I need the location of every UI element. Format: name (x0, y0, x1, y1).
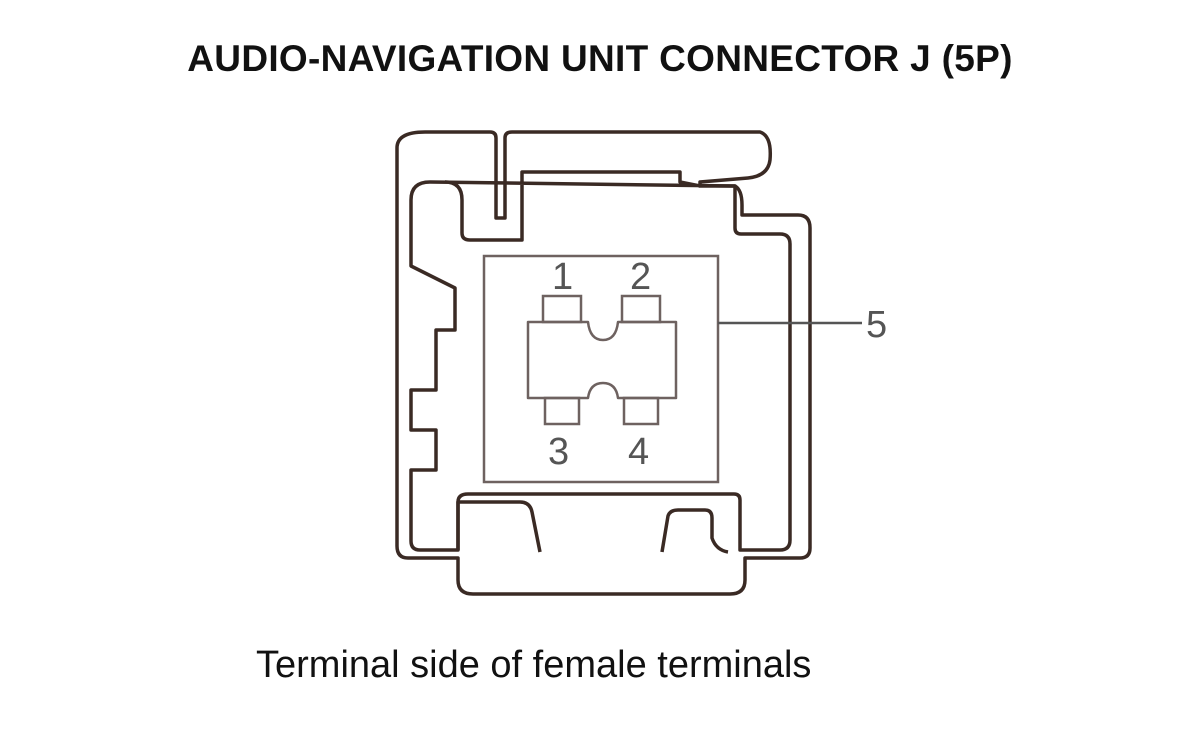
terminal-face-frame (482, 254, 720, 484)
terminal-pin-1 (541, 294, 583, 324)
terminal-label-3: 3 (548, 431, 569, 473)
terminal-pin-2 (620, 294, 662, 324)
bottom-latch-left (456, 500, 542, 553)
terminal-pin-4 (622, 396, 660, 426)
diagram-title: AUDIO-NAVIGATION UNIT CONNECTOR J (5P) (187, 38, 1013, 79)
terminal-label-4: 4 (628, 431, 649, 473)
terminal-block (526, 320, 678, 400)
terminal-label-1: 1 (552, 256, 573, 298)
terminal-pin-3 (543, 396, 581, 426)
connector-inner-contour (409, 170, 792, 552)
diagram-caption: Terminal side of female terminals (256, 644, 812, 686)
bottom-latch-right (660, 508, 729, 554)
connector-housing-outline (395, 130, 812, 596)
terminal-label-2: 2 (630, 256, 651, 298)
terminal-label-5: 5 (866, 304, 887, 346)
